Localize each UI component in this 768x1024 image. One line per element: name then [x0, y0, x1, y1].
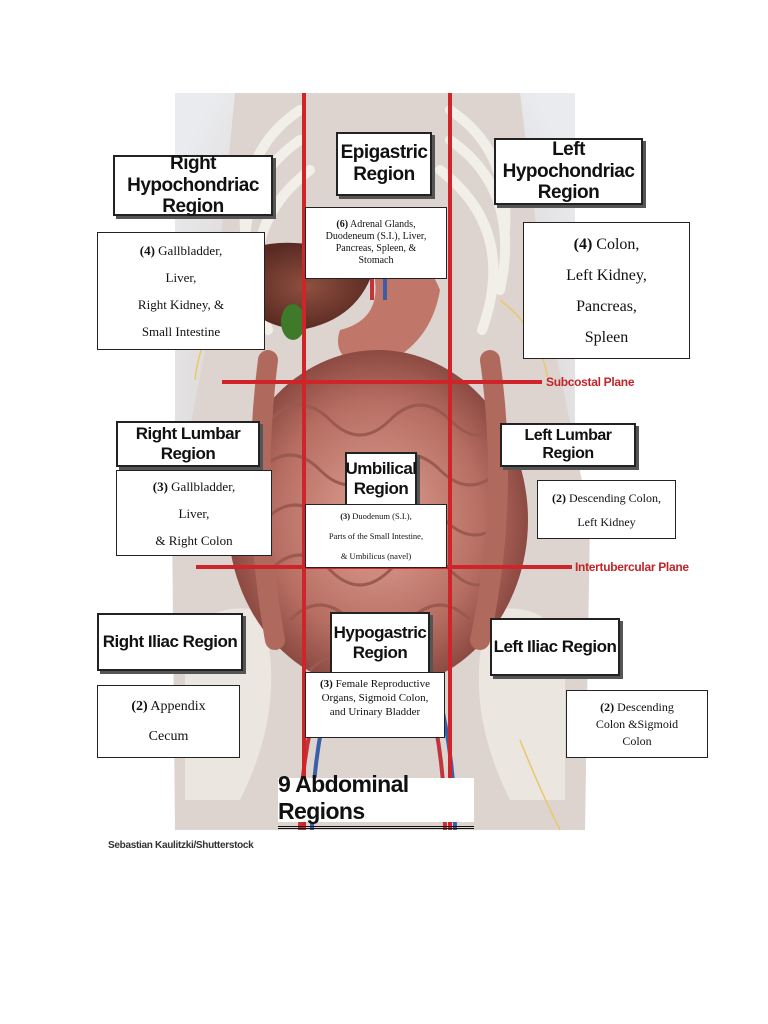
left-hypochondriac-organs: (4) Colon, Left Kidney, Pancreas, Spleen	[523, 222, 690, 359]
hypogastric-organs: (3) Female Reproductive Organs, Sigmoid …	[305, 672, 445, 738]
image-credit: Sebastian Kaulitzki/Shutterstock	[108, 840, 254, 851]
right-lumbar-title: Right Lumbar Region	[116, 421, 260, 467]
left-lumbar-organs: (2) Descending Colon, Left Kidney	[537, 480, 676, 539]
gallbladder-shape	[281, 304, 305, 340]
left-iliac-title: Left Iliac Region	[490, 618, 620, 676]
umbilical-organs: (3) Duodenum (S.I.), Parts of the Small …	[305, 504, 447, 568]
left-iliac-organs: (2) Descending Colon &Sigmoid Colon	[566, 690, 708, 758]
figure-title: 9 Abdominal Regions	[278, 771, 474, 829]
right-iliac-title: Right Iliac Region	[97, 613, 243, 671]
right-hypochondriac-organs: (4) Gallbladder, Liver, Right Kidney, & …	[97, 232, 265, 350]
right-lumbar-organs: (3) Gallbladder, Liver, & Right Colon	[116, 470, 272, 556]
subcostal-plane-label: Subcostal Plane	[546, 375, 635, 389]
left-lumbar-title: Left Lumbar Region	[500, 423, 636, 467]
right-iliac-organs: (2) Appendix Cecum	[97, 685, 240, 758]
intertubercular-plane-label: Intertubercular Plane	[575, 560, 689, 574]
epigastric-organs: (6) Adrenal Glands, Duodeneum (S.I.), Li…	[305, 207, 447, 279]
